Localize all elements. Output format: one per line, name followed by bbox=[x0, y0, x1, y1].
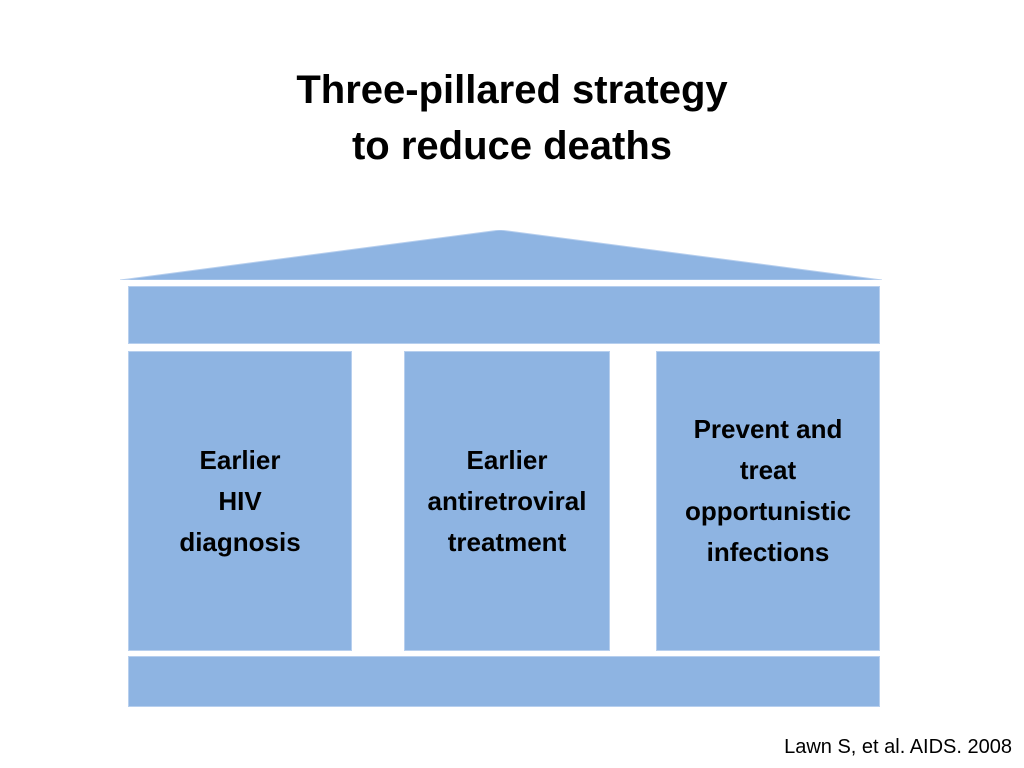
pillar-label-line: infections bbox=[706, 537, 830, 567]
pillar-label: Earlier antiretroviral treatment bbox=[428, 440, 587, 563]
pillar-label-line: treat bbox=[739, 455, 797, 485]
pillar-label-line: HIV bbox=[218, 485, 262, 516]
pillar-label-line: Prevent and bbox=[693, 414, 843, 444]
pillar-label: Earlier HIV diagnosis bbox=[179, 440, 300, 563]
pillar-label-line: antiretroviral bbox=[427, 485, 587, 516]
pillar-prevent-treat-opportunistic-infections: Prevent and treat opportunistic infectio… bbox=[656, 351, 880, 651]
pillar-earlier-antiretroviral-treatment: Earlier antiretroviral treatment bbox=[404, 351, 610, 651]
slide-title-line-1: Three-pillared strategy bbox=[296, 68, 728, 112]
pillar-label-line: treatment bbox=[447, 526, 567, 557]
roof-triangle bbox=[120, 230, 882, 280]
slide-title: Three-pillared strategy to reduce deaths bbox=[0, 62, 1024, 174]
temple-roof bbox=[120, 230, 882, 280]
pillar-earlier-hiv-diagnosis: Earlier HIV diagnosis bbox=[128, 351, 352, 651]
citation: Lawn S, et al. AIDS. 2008 bbox=[784, 736, 1012, 758]
pillar-label-line: diagnosis bbox=[179, 526, 301, 557]
pillar-label: Prevent and treat opportunistic infectio… bbox=[685, 409, 851, 573]
pillar-label-line: Earlier bbox=[199, 444, 281, 475]
temple-beam bbox=[128, 286, 880, 344]
slide-title-line-2: to reduce deaths bbox=[351, 124, 673, 168]
pillar-label-line: Earlier bbox=[466, 444, 548, 475]
temple-base bbox=[128, 656, 880, 707]
pillar-label-line: opportunistic bbox=[684, 496, 852, 526]
